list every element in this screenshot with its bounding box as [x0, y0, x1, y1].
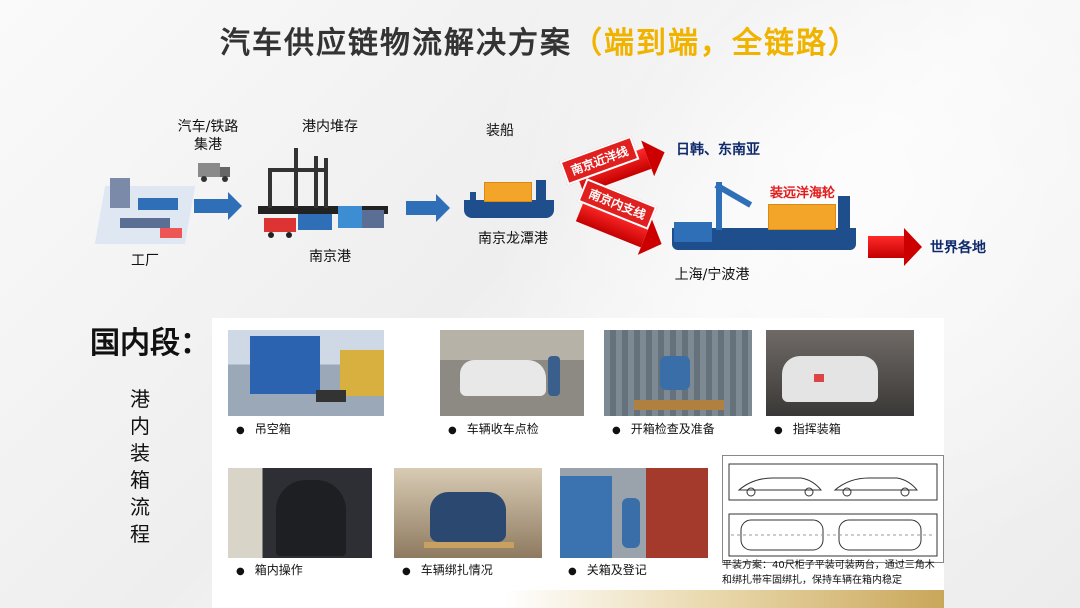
- port-illustration: [258, 148, 388, 240]
- transship-label: 装远洋海轮: [770, 186, 836, 201]
- vertical-process-title: 港 内 装 箱 流 程: [128, 386, 152, 548]
- flow-arrow-2: [406, 194, 450, 222]
- factory-label: 工厂: [131, 253, 159, 269]
- hub-port-illustration: [672, 182, 856, 254]
- caption-step-3: 开箱检查及准备: [612, 420, 715, 437]
- destination-asia: 日韩、东南亚: [676, 142, 760, 158]
- vertical-char: 内: [130, 414, 150, 438]
- page-title: 汽车供应链物流解决方案（端到端，全链路）: [0, 18, 1080, 62]
- vertical-char: 装: [130, 441, 150, 465]
- factory-illustration: [94, 178, 196, 246]
- collect-label-line2: 集港: [194, 137, 222, 153]
- photo-container-check: [604, 330, 752, 416]
- caption-step-7: 关箱及登记: [568, 561, 647, 578]
- caption-step-4: 指挥装箱: [774, 420, 841, 437]
- photo-vehicle-lashing: [394, 468, 542, 558]
- loading-plan-note: 平装方案：40尺柜子平装可装两台，通过三角木和绑扎带牢固绑扎，保持车辆在箱内稳定: [722, 560, 935, 586]
- photo-vehicle-inspection: [440, 330, 584, 416]
- title-sub: （端到端，全链路）: [572, 26, 860, 61]
- world-arrow: [868, 228, 922, 266]
- vertical-char: 流: [130, 495, 150, 519]
- section-title-domestic: 国内段：: [90, 326, 210, 361]
- caption-step-1: 吊空箱: [236, 420, 291, 437]
- vertical-char: 港: [130, 387, 150, 411]
- title-main: 汽车供应链物流解决方案: [220, 26, 572, 61]
- vertical-char: 程: [130, 522, 150, 546]
- photo-lift-empty-container: [228, 330, 384, 416]
- feeder-ship-icon: [464, 178, 554, 222]
- loading-plan-diagram: [722, 455, 944, 563]
- caption-step-6: 车辆绑扎情况: [402, 561, 493, 578]
- longtan-port-label: 南京龙潭港: [478, 231, 548, 247]
- photo-in-container-operation: [228, 468, 372, 558]
- hub-port-label: 上海/宁波港: [674, 267, 750, 283]
- world-destination: 世界各地: [930, 240, 986, 256]
- bottom-gold-strip: [212, 590, 944, 608]
- vertical-char: 箱: [130, 468, 150, 492]
- nanjing-port-label: 南京港: [309, 249, 351, 265]
- photo-loading-direction: [766, 330, 914, 416]
- flow-arrow-1: [194, 192, 242, 220]
- caption-step-5: 箱内操作: [236, 561, 303, 578]
- yard-label: 港内堆存: [302, 119, 358, 135]
- truck-icon: [198, 163, 232, 182]
- collect-label-line1: 汽车/铁路: [177, 119, 239, 135]
- loading-label: 装船: [486, 123, 514, 139]
- photo-close-and-register: [560, 468, 708, 558]
- caption-step-2: 车辆收车点检: [448, 420, 539, 437]
